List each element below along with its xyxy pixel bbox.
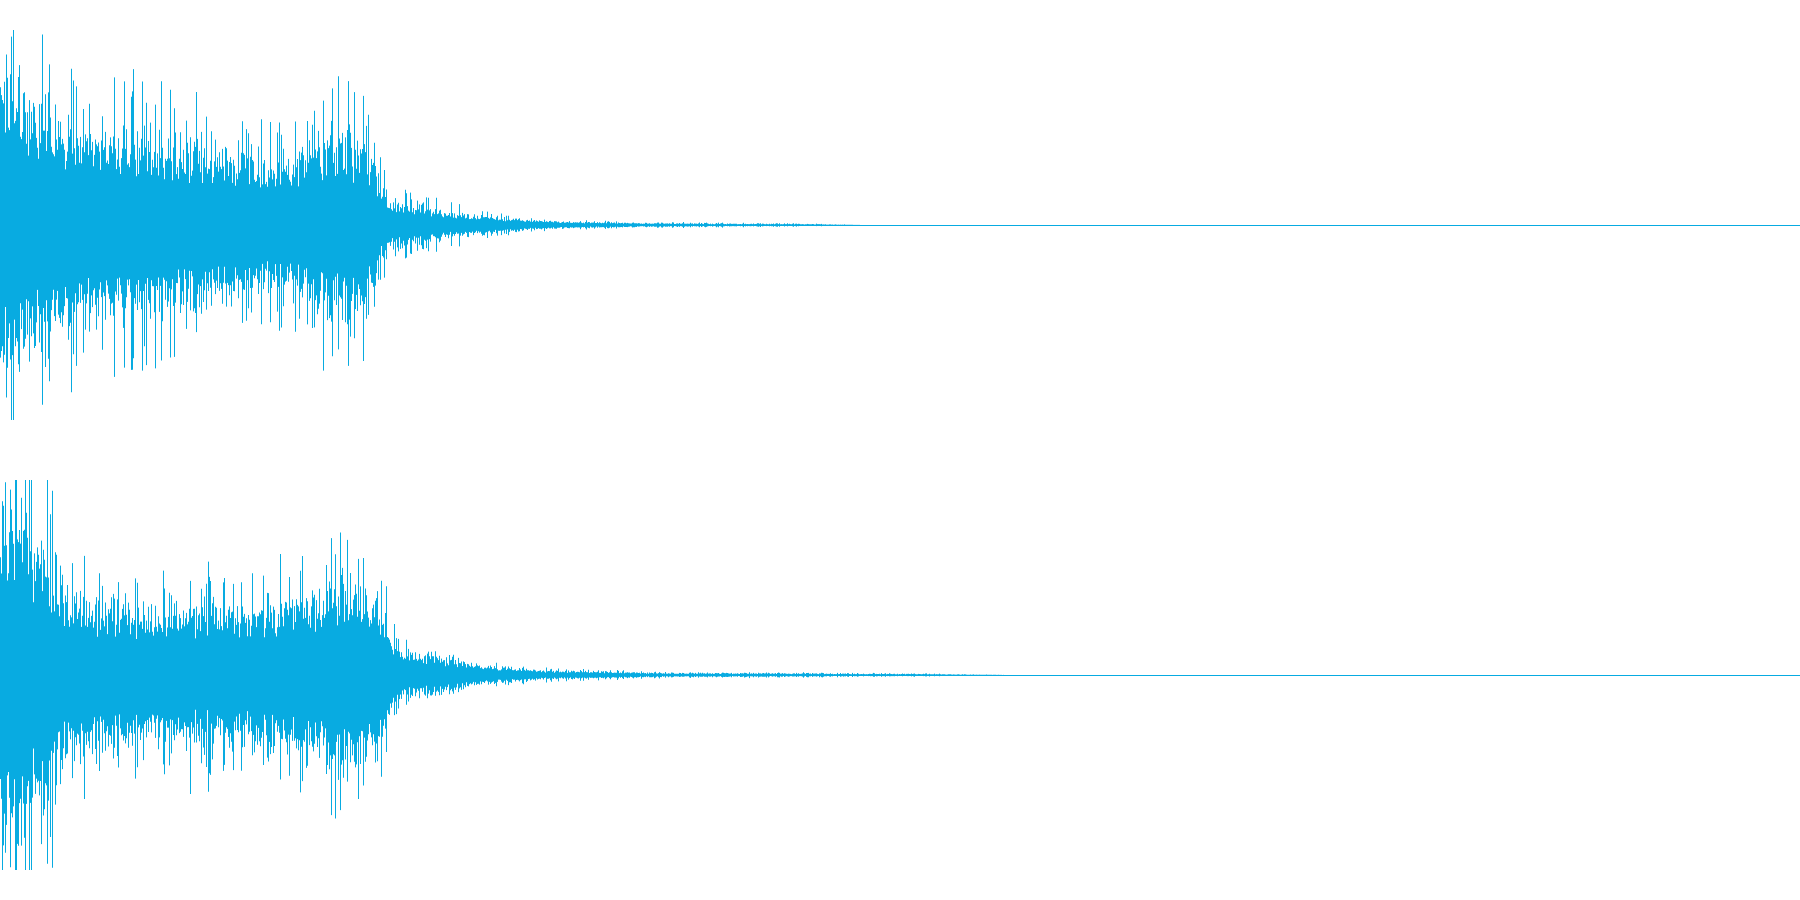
channel-2-waveform [0, 480, 1800, 870]
channel-1-waveform [0, 30, 1800, 420]
